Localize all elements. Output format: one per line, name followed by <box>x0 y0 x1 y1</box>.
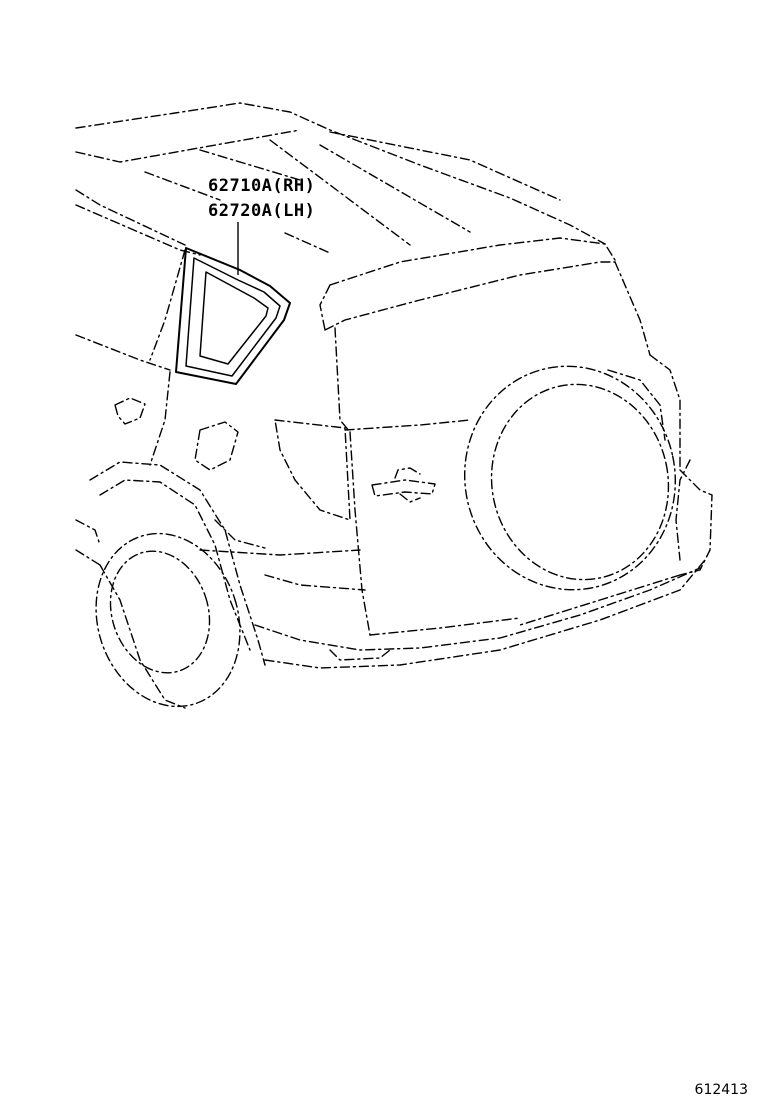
rear-spoiler <box>319 237 616 331</box>
rear-wheel <box>89 461 266 709</box>
part-number-rh: 62710A(RH) <box>208 176 316 196</box>
quarter-window-glass <box>175 247 291 385</box>
part-number-lh: 62720A(LH) <box>208 201 316 221</box>
roof-rack <box>75 102 606 254</box>
illustration-number: 612413 <box>694 1082 748 1098</box>
rear-hatch <box>334 261 651 636</box>
hatch-handle <box>371 467 436 503</box>
body-outline <box>75 189 201 566</box>
rear-body-right <box>519 354 713 626</box>
side-door-handle <box>114 397 146 425</box>
fuel-door <box>194 421 239 471</box>
tail-light-left <box>274 419 351 521</box>
spare-tire <box>463 365 677 591</box>
rear-bumper <box>199 519 706 669</box>
